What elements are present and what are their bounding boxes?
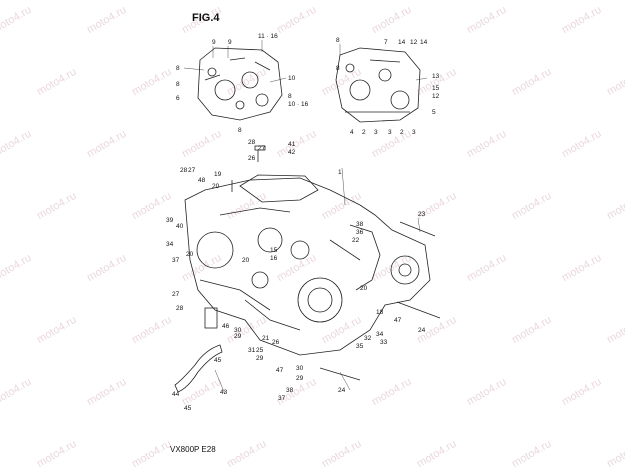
callout-number: 27: [188, 167, 196, 174]
callout-number: 2: [400, 129, 404, 136]
callout-number: 31: [248, 347, 256, 354]
callout-number: 35: [356, 343, 364, 350]
breather-hose: [174, 344, 223, 393]
callout-number: 33: [380, 339, 388, 346]
callout-number: 6: [176, 95, 180, 102]
callout-number: 3: [374, 129, 378, 136]
callout-number: 9: [212, 39, 216, 46]
callout-number: 41: [288, 141, 296, 148]
callout-number: 30: [234, 327, 242, 334]
callout-number: 25: [256, 347, 264, 354]
callout-number: 3: [412, 129, 416, 136]
callout-number: 19: [214, 171, 222, 178]
callout-number: 43: [220, 389, 228, 396]
callout-number: 2: [362, 129, 366, 136]
callout-number: 37: [278, 395, 286, 402]
callout-number: 29: [256, 355, 264, 362]
callout-number: 13: [432, 73, 440, 80]
callout-number: 34: [376, 331, 384, 338]
callout-number: 8: [336, 37, 340, 44]
figure-code: VX800P E28: [170, 445, 216, 454]
callout-number: 45: [184, 405, 192, 412]
callout-number: 42: [288, 149, 296, 156]
callout-number: 28: [176, 305, 184, 312]
callout-number: 8: [336, 65, 340, 72]
callout-number: 10: [288, 75, 296, 82]
callout-number: 46: [222, 323, 230, 330]
callout-number: 9: [228, 39, 232, 46]
callout-number: 24: [418, 327, 426, 334]
callout-number: 5: [432, 109, 436, 116]
callout-number: 10 · 16: [288, 101, 309, 108]
callout-number: 29: [296, 375, 304, 382]
callout-number: 45: [214, 357, 222, 364]
callout-number: 8: [288, 93, 292, 100]
callout-number: 36: [356, 229, 364, 236]
callout-number: 29: [234, 333, 242, 340]
callout-number: 21: [262, 335, 270, 342]
figure-title: FIG.4: [192, 12, 220, 24]
leader-lines: [183, 40, 428, 395]
callout-number: 14: [398, 39, 406, 46]
callout-number: 3: [388, 129, 392, 136]
main-crankcase: [184, 174, 431, 356]
right-case-view: [335, 47, 421, 123]
callout-number: 34: [166, 241, 174, 248]
callout-number: 18: [376, 309, 384, 316]
bolts: [231, 145, 441, 381]
callout-number: 11 · 16: [258, 33, 278, 40]
callout-number: 37: [172, 257, 180, 264]
callout-number: 30: [296, 365, 304, 372]
callout-number: 24: [338, 387, 346, 394]
callout-number: 22: [352, 237, 360, 244]
left-case-view: [197, 47, 283, 121]
callout-number: 32: [364, 335, 372, 342]
callout-number: 20: [360, 285, 368, 292]
callout-number: 28: [180, 167, 188, 174]
callout-number: 12: [410, 39, 418, 46]
callout-number: 40: [176, 223, 184, 230]
callout-number: 8: [176, 65, 180, 72]
callout-number: 16: [270, 255, 278, 262]
callout-number: 23: [418, 211, 426, 218]
callout-number: 8: [238, 127, 242, 134]
callout-number: 47: [276, 367, 284, 374]
callout-number: 15: [270, 247, 278, 254]
callout-number: 27: [258, 145, 266, 152]
callout-number: 12: [432, 93, 440, 100]
callout-number: 27: [172, 291, 180, 298]
callout-number: 20: [242, 257, 250, 264]
callout-number: 48: [198, 177, 206, 184]
callout-number: 47: [394, 317, 402, 324]
callout-number: 1: [338, 169, 342, 176]
callout-number: 28: [248, 139, 256, 146]
callout-number: 38: [356, 221, 364, 228]
callout-number: 38: [286, 387, 294, 394]
callout-number: 44: [172, 391, 180, 398]
callout-number: 20: [186, 251, 194, 258]
callout-number: 26: [248, 155, 256, 162]
callout-number: 4: [350, 129, 354, 136]
callout-number: 14: [420, 39, 428, 46]
callout-number: 26: [272, 339, 280, 346]
callout-number: 20: [212, 183, 220, 190]
callout-number: 7: [384, 39, 388, 46]
callout-number: 8: [176, 81, 180, 88]
callout-number: 39: [166, 217, 174, 224]
callout-number: 15: [432, 85, 440, 92]
